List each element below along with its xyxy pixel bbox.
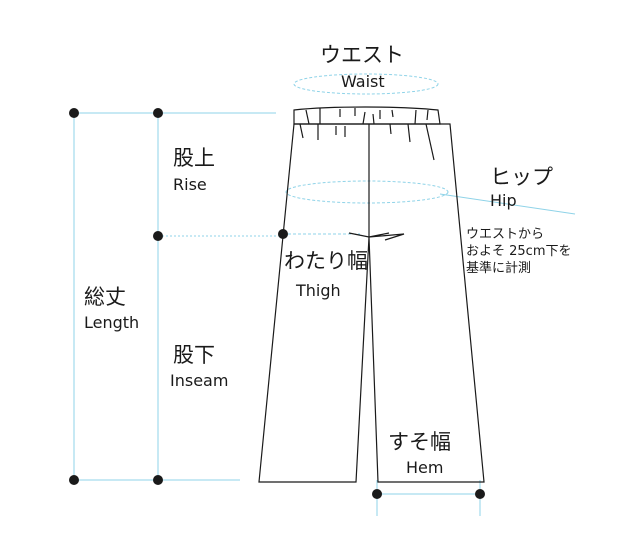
hip-note: ウエストから およそ 25cm下を 基準に計測 xyxy=(466,226,572,277)
thigh-label-jp: わたり幅 xyxy=(284,249,368,273)
waist-label-jp: ウエスト xyxy=(320,43,404,67)
inseam-bottom-dot xyxy=(153,475,163,485)
hip-note-line-1: ウエストから xyxy=(466,227,545,242)
inseam-label-jp: 股下 xyxy=(173,343,215,367)
rise-label-jp: 股上 xyxy=(173,146,215,170)
rise-label-en: Rise xyxy=(173,175,207,194)
rise-top-dot xyxy=(153,108,163,118)
length-top-dot xyxy=(69,108,79,118)
rise-bottom-dot xyxy=(153,231,163,241)
waist-label-en: Waist xyxy=(341,72,385,91)
hip-label-jp: ヒップ xyxy=(490,165,553,189)
hip-ellipse xyxy=(285,180,449,204)
measure-dots xyxy=(69,108,485,499)
hip-leader-line xyxy=(439,193,576,215)
waist-ellipse xyxy=(293,73,439,95)
hem-label-en: Hem xyxy=(406,458,444,477)
thigh-label-en: Thigh xyxy=(296,281,341,300)
thigh-dot xyxy=(278,229,288,239)
waist-gathers xyxy=(305,108,429,125)
length-bottom-dot xyxy=(69,475,79,485)
pants-outline xyxy=(258,106,485,483)
waistband xyxy=(293,106,441,125)
length-label-jp: 総丈 xyxy=(84,285,126,309)
pleats xyxy=(299,123,435,161)
inseam-label-en: Inseam xyxy=(170,371,229,390)
hip-note-line-3: 基準に計測 xyxy=(466,261,532,276)
pants-body xyxy=(258,123,485,483)
hem-label-jp: すそ幅 xyxy=(388,430,451,454)
hem-left-dot xyxy=(372,489,382,499)
crotch-wrinkles xyxy=(348,232,405,241)
hem-right-dot xyxy=(475,489,485,499)
length-label-en: Length xyxy=(84,313,140,332)
hip-label-en: Hip xyxy=(490,191,517,210)
hip-note-line-2: およそ 25cm下を xyxy=(466,244,572,259)
